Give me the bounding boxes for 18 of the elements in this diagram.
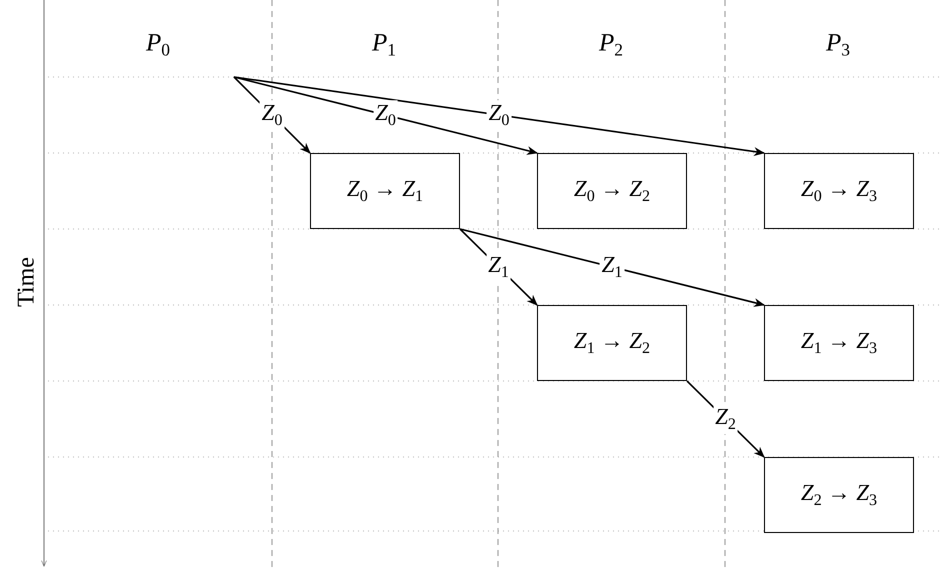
edge-label: Z$_{2}$ bbox=[713, 404, 738, 434]
process-box: Z$_{2}$ → Z$_{3}$ bbox=[764, 457, 914, 533]
process-box: Z$_{0}$ → Z$_{1}$ bbox=[310, 153, 460, 229]
edge-label: Z$_{0}$ bbox=[486, 100, 512, 130]
arrow bbox=[460, 228, 766, 307]
process-box: Z$_{0}$ → Z$_{2}$ bbox=[537, 153, 687, 229]
edge-label: Z$_{1}$ bbox=[486, 252, 511, 282]
arrow bbox=[234, 76, 766, 156]
edge-label: Z$_{0}$ bbox=[260, 100, 284, 130]
arrow bbox=[234, 76, 538, 155]
axis-label: Time bbox=[14, 257, 40, 307]
column-header: P$_{1}$ bbox=[372, 29, 396, 61]
column-header: P$_{3}$ bbox=[826, 29, 850, 61]
process-box: Z$_{1}$ → Z$_{3}$ bbox=[764, 305, 914, 381]
process-box: Z$_{0}$ → Z$_{3}$ bbox=[764, 153, 914, 229]
column-header: P$_{0}$ bbox=[146, 29, 170, 61]
process-box: Z$_{1}$ → Z$_{2}$ bbox=[537, 305, 687, 381]
column-header: P$_{2}$ bbox=[598, 29, 624, 61]
